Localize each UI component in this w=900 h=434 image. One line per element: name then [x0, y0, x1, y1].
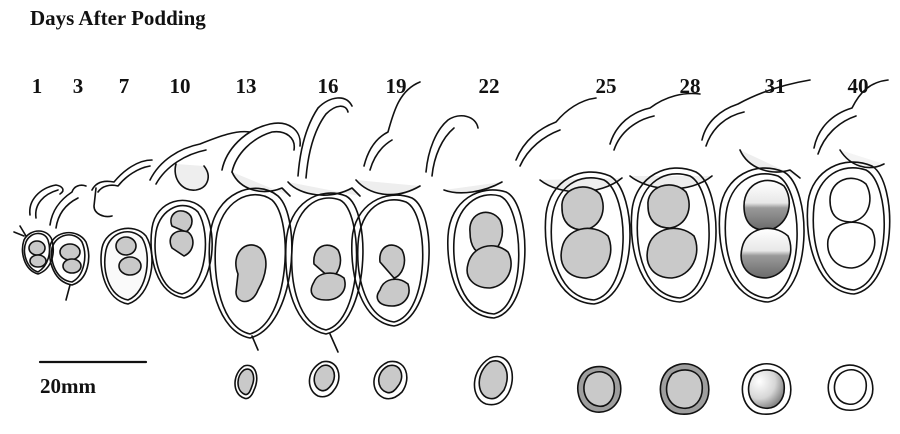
seed-day-16 — [309, 361, 338, 396]
pod-day-25 — [516, 98, 630, 304]
pod-day-40 — [807, 80, 889, 294]
pod-day-7 — [92, 160, 152, 304]
seed-day-28 — [660, 364, 708, 414]
pod-day-28 — [610, 94, 716, 302]
seed-day-22 — [474, 357, 512, 405]
pod-day-16 — [286, 98, 363, 352]
pod-day-1 — [14, 185, 63, 274]
pod-day-31 — [702, 80, 810, 302]
pod-day-10 — [150, 132, 250, 298]
seed-day-13 — [235, 365, 257, 398]
scale-bar-label: 20mm — [40, 374, 96, 399]
seed-day-25 — [578, 367, 621, 413]
pod-day-19 — [352, 82, 429, 326]
seed-day-40 — [828, 365, 873, 410]
pod-day-3 — [50, 185, 89, 300]
seed-day-19 — [374, 361, 407, 398]
seed-day-31 — [742, 364, 790, 414]
pod-day-22 — [426, 116, 525, 318]
